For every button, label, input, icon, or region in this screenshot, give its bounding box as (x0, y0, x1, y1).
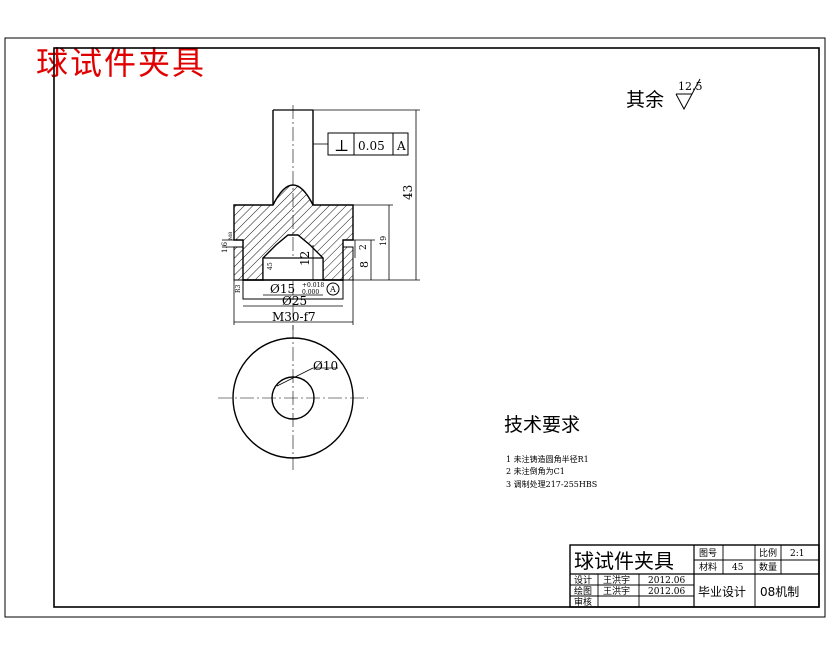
top-view (218, 325, 368, 470)
dim-43: 43 (401, 185, 415, 200)
outer-border (4, 37, 826, 618)
rest-roughness-label: 其余 (626, 89, 664, 111)
label-material: 材料 (699, 561, 717, 573)
tolerance-symbol: ⊥ (334, 136, 349, 155)
design-date: 2012.06 (648, 576, 685, 586)
inner-border (53, 47, 820, 608)
draw-date: 2012.06 (648, 587, 685, 597)
material-value: 45 (732, 563, 744, 573)
tech-req-title: 技术要求 (504, 414, 580, 436)
tolerance-frame (313, 132, 409, 156)
roughness-value: 12.5 (678, 80, 703, 93)
title-block (569, 544, 820, 608)
dim-2: 2 (359, 244, 369, 250)
dim-left-small-2: M8 (228, 232, 234, 240)
dim-phi10: Ø10 (313, 359, 338, 373)
project-name: 毕业设计 (698, 585, 746, 599)
label-review: 审核 (574, 596, 592, 608)
dim-12: 12 (298, 251, 312, 266)
label-scale: 比例 (759, 547, 777, 559)
dim-small-b: 45 (267, 262, 274, 270)
header-title: 球试件夹具 (36, 44, 207, 82)
datum-a-icon (326, 282, 340, 296)
tech-req-item-2: 2 未注倒角为C1 (506, 466, 565, 476)
dim-phi15-tol-upper: +0.018 (302, 282, 324, 289)
label-draw: 绘图 (574, 585, 592, 597)
dim-19: 19 (379, 236, 388, 246)
label-quantity: 数量 (759, 561, 777, 573)
dim-8: 8 (358, 261, 371, 268)
designer-name: 王洪宇 (603, 574, 630, 586)
dim-phi25: Ø25 (282, 294, 307, 308)
dim-phi15: Ø15 (270, 282, 295, 296)
label-design: 设计 (574, 574, 592, 586)
tech-req-item-1: 1 未注铸造圆角半径R1 (506, 454, 589, 464)
dimension-lines (222, 109, 420, 325)
dim-left-small-1: 1.6 (221, 241, 229, 253)
title-block-name: 球试件夹具 (574, 549, 674, 573)
dim-small-a: R3 (235, 284, 242, 293)
roughness-symbol-icon (675, 78, 701, 111)
datum-a-label: A (329, 285, 336, 294)
tolerance-datum: A (396, 139, 406, 153)
dim-phi15-tol-lower: 0.000 (302, 289, 319, 296)
class-name: 08机制 (760, 585, 799, 599)
section-view (233, 105, 354, 330)
scale-value: 2:1 (790, 549, 804, 559)
label-drawing-no: 图号 (699, 548, 717, 559)
drafter-name: 王洪宇 (603, 585, 630, 597)
tolerance-value: 0.05 (358, 139, 385, 153)
tech-req-item-3: 3 调制处理217-255HBS (506, 479, 597, 489)
dim-m30: M30-f7 (272, 310, 316, 324)
